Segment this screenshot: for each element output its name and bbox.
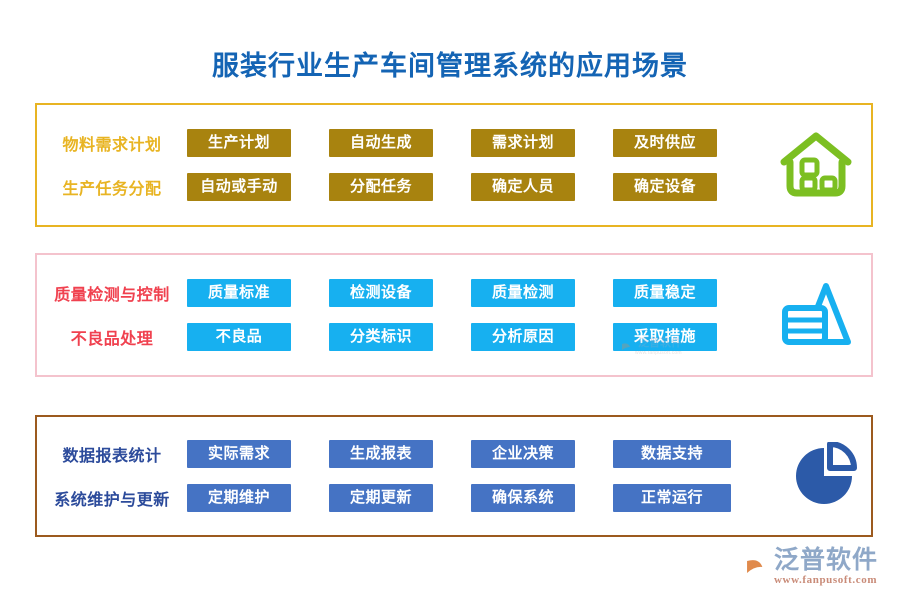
row: 系统维护与更新 定期维护 定期更新 确保系统 正常运行 bbox=[37, 481, 769, 515]
chip[interactable]: 及时供应 bbox=[613, 129, 717, 157]
chip[interactable]: 质量标准 bbox=[187, 279, 291, 307]
pyramid-chart-icon bbox=[782, 283, 851, 345]
section-icon-slot bbox=[769, 417, 879, 535]
brand-logo: 泛普软件 www.fanpusoft.com bbox=[736, 548, 878, 586]
chip[interactable]: 质量稳定 bbox=[613, 279, 717, 307]
row-label: 数据报表统计 bbox=[62, 448, 162, 465]
section-icon-slot bbox=[761, 105, 871, 225]
section-icon-slot bbox=[761, 255, 871, 375]
row: 质量检测与控制 质量标准 检测设备 质量检测 质量稳定 bbox=[37, 276, 761, 310]
row-label: 质量检测与控制 bbox=[54, 287, 170, 304]
section-quality-control: 质量检测与控制 质量标准 检测设备 质量检测 质量稳定 不良品处理 不良品 分类… bbox=[35, 253, 873, 377]
brand-name: 泛普软件 bbox=[773, 546, 878, 574]
house-icon bbox=[780, 132, 852, 197]
chip[interactable]: 自动生成 bbox=[329, 129, 433, 157]
chip[interactable]: 实际需求 bbox=[187, 440, 291, 468]
chip[interactable]: 生产计划 bbox=[187, 129, 291, 157]
chip[interactable]: 定期维护 bbox=[187, 484, 291, 512]
pie-chart-icon bbox=[796, 442, 857, 504]
chip[interactable]: 自动或手动 bbox=[187, 173, 291, 201]
section-rows: 质量检测与控制 质量标准 检测设备 质量检测 质量稳定 不良品处理 不良品 分类… bbox=[37, 255, 761, 375]
chip[interactable]: 分类标识 bbox=[329, 323, 433, 351]
chip-group: 生产计划 自动生成 需求计划 及时供应 bbox=[187, 129, 761, 157]
row-label: 生产任务分配 bbox=[62, 181, 162, 198]
row-label: 系统维护与更新 bbox=[54, 492, 170, 509]
chip[interactable]: 质量检测 bbox=[471, 279, 575, 307]
page-title: 服装行业生产车间管理系统的应用场景 bbox=[212, 51, 688, 81]
chip[interactable]: 需求计划 bbox=[471, 129, 575, 157]
row: 数据报表统计 实际需求 生成报表 企业决策 数据支持 bbox=[37, 437, 769, 471]
section-rows: 物料需求计划 生产计划 自动生成 需求计划 及时供应 生产任务分配 自动或手动 … bbox=[37, 105, 761, 225]
chip-group: 自动或手动 分配任务 确定人员 确定设备 bbox=[187, 173, 761, 201]
row: 物料需求计划 生产计划 自动生成 需求计划 及时供应 bbox=[37, 126, 761, 160]
chip[interactable]: 确定设备 bbox=[613, 173, 717, 201]
chip[interactable]: 确保系统 bbox=[471, 484, 575, 512]
chip[interactable]: 定期更新 bbox=[329, 484, 433, 512]
brand-url: www.fanpusoft.com bbox=[773, 574, 878, 586]
fanpu-logo-icon bbox=[737, 551, 763, 583]
row: 不良品处理 不良品 分类标识 分析原因 采取措施 bbox=[37, 320, 761, 354]
section-reporting-and-maintenance: 数据报表统计 实际需求 生成报表 企业决策 数据支持 系统维护与更新 定期维护 … bbox=[35, 415, 873, 537]
section-material-and-task: 物料需求计划 生产计划 自动生成 需求计划 及时供应 生产任务分配 自动或手动 … bbox=[35, 103, 873, 227]
chip[interactable]: 不良品 bbox=[187, 323, 291, 351]
chip-group: 定期维护 定期更新 确保系统 正常运行 bbox=[187, 484, 769, 512]
row: 生产任务分配 自动或手动 分配任务 确定人员 确定设备 bbox=[37, 170, 761, 204]
chip[interactable]: 确定人员 bbox=[471, 173, 575, 201]
chip[interactable]: 分析原因 bbox=[471, 323, 575, 351]
chip[interactable]: 正常运行 bbox=[613, 484, 731, 512]
row-label: 物料需求计划 bbox=[62, 137, 162, 154]
section-rows: 数据报表统计 实际需求 生成报表 企业决策 数据支持 系统维护与更新 定期维护 … bbox=[37, 417, 769, 535]
chip[interactable]: 数据支持 bbox=[613, 440, 731, 468]
chip[interactable]: 检测设备 bbox=[329, 279, 433, 307]
chip-group: 质量标准 检测设备 质量检测 质量稳定 bbox=[187, 279, 761, 307]
chip-group: 不良品 分类标识 分析原因 采取措施 bbox=[187, 323, 761, 351]
brand-text: 泛普软件 www.fanpusoft.com bbox=[774, 548, 878, 586]
chip[interactable]: 企业决策 bbox=[471, 440, 575, 468]
chip[interactable]: 分配任务 bbox=[329, 173, 433, 201]
row-label: 不良品处理 bbox=[70, 331, 154, 348]
chip[interactable]: 生成报表 bbox=[329, 440, 433, 468]
chip-group: 实际需求 生成报表 企业决策 数据支持 bbox=[187, 440, 769, 468]
chip[interactable]: 采取措施 bbox=[613, 323, 717, 351]
